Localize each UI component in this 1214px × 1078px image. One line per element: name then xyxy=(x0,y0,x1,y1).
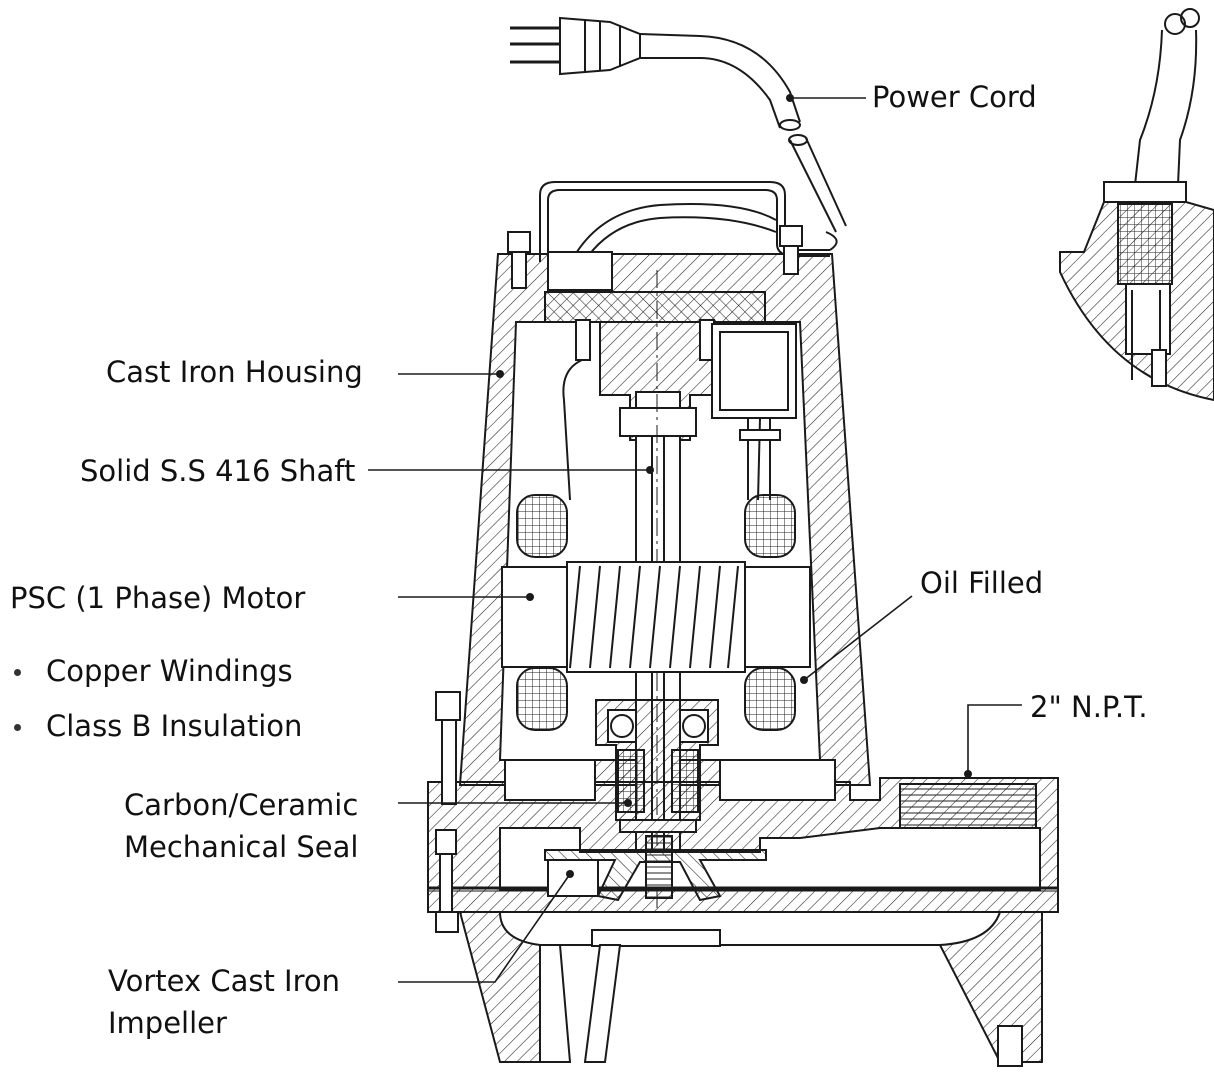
label-housing: Cast Iron Housing xyxy=(106,355,363,389)
label-insulation: Class B Insulation xyxy=(46,709,303,743)
label-power-cord: Power Cord xyxy=(872,80,1037,114)
label-impeller-line2: Impeller xyxy=(108,1006,227,1040)
power-plug-icon xyxy=(510,16,847,233)
vortex-impeller xyxy=(544,835,767,902)
label-seal-line1: Carbon/Ceramic xyxy=(124,788,359,822)
label-windings: Copper Windings xyxy=(46,654,293,688)
label-npt: 2" N.P.T. xyxy=(1030,690,1148,724)
bullet-icon xyxy=(14,669,21,676)
label-impeller-line1: Vortex Cast Iron xyxy=(108,964,341,998)
label-motor: PSC (1 Phase) Motor xyxy=(10,581,306,615)
leader-lines xyxy=(368,97,1022,983)
label-oil-filled: Oil Filled xyxy=(920,566,1044,600)
psc-motor xyxy=(501,561,811,673)
leader-dots xyxy=(496,94,972,878)
pump-base xyxy=(458,911,1043,1067)
label-shaft: Solid S.S 416 Shaft xyxy=(80,454,356,488)
bullet-icon xyxy=(14,724,21,731)
cord-seal-detail xyxy=(1059,8,1214,402)
capacitor-box xyxy=(711,323,797,501)
label-seal-line2: Mechanical Seal xyxy=(124,830,359,864)
